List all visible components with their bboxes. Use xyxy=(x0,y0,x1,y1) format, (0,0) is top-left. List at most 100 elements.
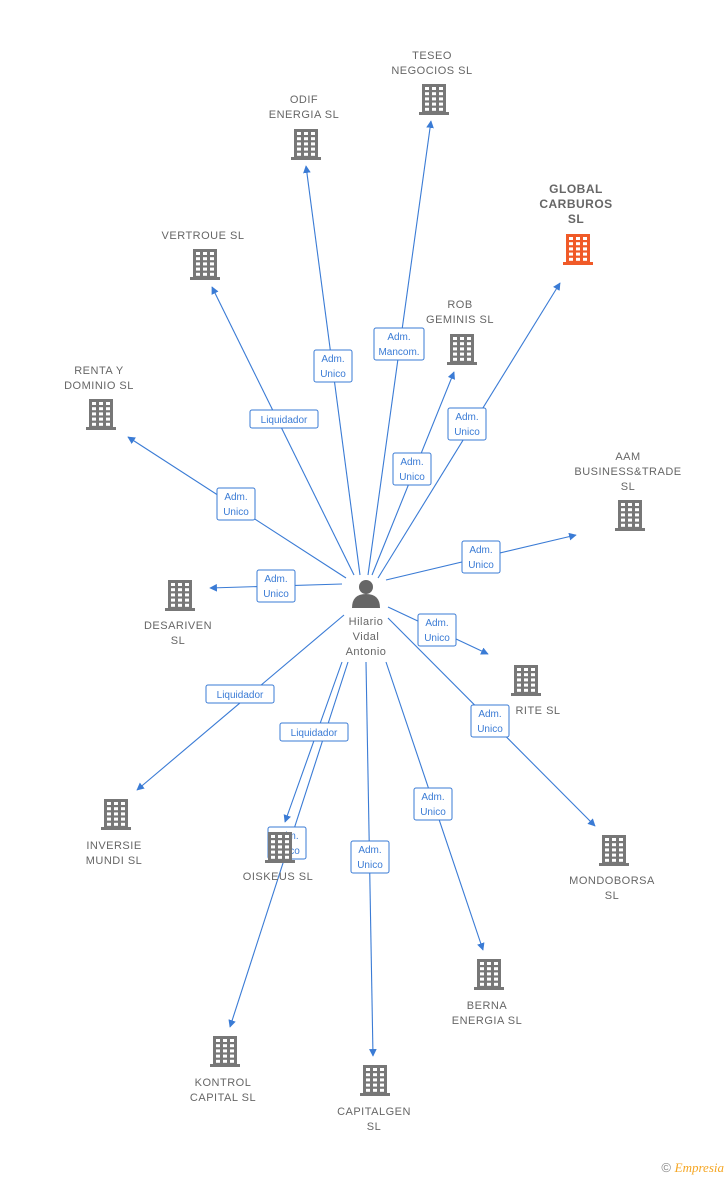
node-label: INVERSIE xyxy=(86,840,141,852)
node-label: DESARIVEN xyxy=(144,620,212,632)
node-berna[interactable]: BERNA ENERGIA SL xyxy=(452,959,522,1027)
node-aam[interactable]: AAM BUSINESS&TRADE SL xyxy=(574,451,681,531)
edge-label-berna[interactable]: Adm. Unico xyxy=(413,787,453,821)
edge-label-text: Unico xyxy=(454,427,480,438)
edge-label-text: Adm. xyxy=(358,845,381,856)
building-icon[interactable] xyxy=(190,249,220,280)
edge-label-teseo[interactable]: Adm.Mancom. xyxy=(373,327,425,361)
node-vertroue[interactable]: VERTROUE SL xyxy=(162,230,245,280)
edge-label-text: Unico xyxy=(320,369,346,380)
edge-label-desariven[interactable]: Adm. Unico xyxy=(256,569,296,603)
node-label: DOMINIO SL xyxy=(64,380,134,392)
edge-label-text: Adm. xyxy=(469,545,492,556)
edge-label-text: Unico xyxy=(223,507,249,518)
node-label: MUNDI SL xyxy=(86,855,143,867)
node-label: AAM xyxy=(615,451,640,463)
building-icon[interactable] xyxy=(210,1036,240,1067)
node-label: OISKEUS SL xyxy=(243,871,313,883)
edge-label-capitalgen[interactable]: Adm. Unico xyxy=(350,840,390,874)
edge-label-text: Adm. xyxy=(421,792,444,803)
edge-label-text: Unico xyxy=(477,724,503,735)
node-label: VERTROUE SL xyxy=(162,230,245,242)
edge-label-text: Liquidador xyxy=(261,415,308,426)
edge-label-inversie[interactable]: Liquidador xyxy=(205,684,275,704)
node-mondoborsa[interactable]: MONDOBORSA SL xyxy=(569,835,655,902)
building-icon[interactable] xyxy=(447,334,477,365)
edge-oiskeus xyxy=(283,661,343,823)
edge-label-text: Liquidador xyxy=(217,690,264,701)
edge-label-text: Adm. xyxy=(224,492,247,503)
building-icon[interactable] xyxy=(360,1065,390,1096)
node-label: SL xyxy=(621,481,635,493)
node-odif[interactable]: ODIF ENERGIA SL xyxy=(269,94,339,160)
edge-label-global[interactable]: Adm. Unico xyxy=(447,407,487,441)
node-label: BUSINESS&TRADE xyxy=(574,466,681,478)
edge-label-vertroue[interactable]: Liquidador xyxy=(249,409,319,429)
edge-label-oiskeus[interactable]: Liquidador xyxy=(279,722,349,742)
building-icon[interactable] xyxy=(265,832,295,863)
edge-label-text: Unico xyxy=(399,472,425,483)
building-icon[interactable] xyxy=(86,399,116,430)
building-icon[interactable] xyxy=(419,84,449,115)
building-icon[interactable] xyxy=(291,129,321,160)
node-label: MONDOBORSA xyxy=(569,875,655,887)
edge-label-text: Adm. xyxy=(400,457,423,468)
building-icon[interactable] xyxy=(615,500,645,531)
node-label: SL xyxy=(605,890,619,902)
node-oiskeus[interactable]: OISKEUS SL xyxy=(243,832,313,883)
node-rob[interactable]: ROB GEMINIS SL xyxy=(426,299,494,365)
edge-label-text: Adm. xyxy=(264,574,287,585)
edge-label-aam[interactable]: Adm. Unico xyxy=(461,540,501,574)
node-rite[interactable]: RITE SL xyxy=(511,665,561,717)
edge-label-text: Unico xyxy=(468,560,494,571)
node-label: SL xyxy=(367,1121,381,1133)
node-label: NEGOCIOS SL xyxy=(391,65,472,77)
copyright: © Empresia xyxy=(661,1160,724,1176)
edge-label-text: Adm. xyxy=(478,709,501,720)
edge-label-text: Liquidador xyxy=(291,728,338,739)
brand-logo: Empresia xyxy=(674,1160,724,1175)
edge-label-odif[interactable]: Adm. Unico xyxy=(313,349,353,383)
edge-label-mondoborsa[interactable]: Adm. Unico xyxy=(470,704,510,738)
node-label: CAPITALGEN xyxy=(337,1106,411,1118)
node-label: ROB xyxy=(447,299,472,311)
node-label: GEMINIS SL xyxy=(426,314,494,326)
node-capitalgen[interactable]: CAPITALGEN SL xyxy=(337,1065,411,1133)
node-label: SL xyxy=(568,212,584,226)
building-icon[interactable] xyxy=(101,799,131,830)
edge-label-renta[interactable]: Adm. Unico xyxy=(216,487,256,521)
edge-label-text: Unico xyxy=(357,860,383,871)
building-icon[interactable] xyxy=(474,959,504,990)
edge-label-rite[interactable]: Adm.Unico xyxy=(417,613,457,647)
edge-label-rob[interactable]: Adm. Unico xyxy=(392,452,432,486)
building-icon[interactable] xyxy=(563,234,593,265)
building-icon[interactable] xyxy=(511,665,541,696)
edge-label-text: Unico xyxy=(424,633,450,644)
building-icon[interactable] xyxy=(165,580,195,611)
node-label: GLOBAL xyxy=(549,182,603,196)
node-inversie[interactable]: INVERSIE MUNDI SL xyxy=(86,799,143,867)
edge-label-text: Adm. xyxy=(455,412,478,423)
node-label: BERNA xyxy=(467,1000,508,1012)
node-label: TESEO xyxy=(412,50,452,62)
edge-label-text: Adm. xyxy=(387,332,410,343)
edge-label-text: Adm. xyxy=(321,354,344,365)
person-label: Antonio xyxy=(346,646,387,658)
node-teseo[interactable]: TESEO NEGOCIOS SL xyxy=(391,50,472,115)
node-label: ENERGIA SL xyxy=(452,1015,522,1027)
person-icon[interactable] xyxy=(352,580,380,608)
node-renta[interactable]: RENTA Y DOMINIO SL xyxy=(64,365,134,430)
node-label: ENERGIA SL xyxy=(269,109,339,121)
node-label: RENTA Y xyxy=(74,365,124,377)
building-icon[interactable] xyxy=(599,835,629,866)
node-label: CAPITAL SL xyxy=(190,1092,256,1104)
node-label: CARBUROS xyxy=(539,197,612,211)
node-label: ODIF xyxy=(290,94,318,106)
edge-label-text: Unico xyxy=(420,807,446,818)
copyright-symbol: © xyxy=(661,1160,672,1175)
edge-label-text: Unico xyxy=(263,589,289,600)
